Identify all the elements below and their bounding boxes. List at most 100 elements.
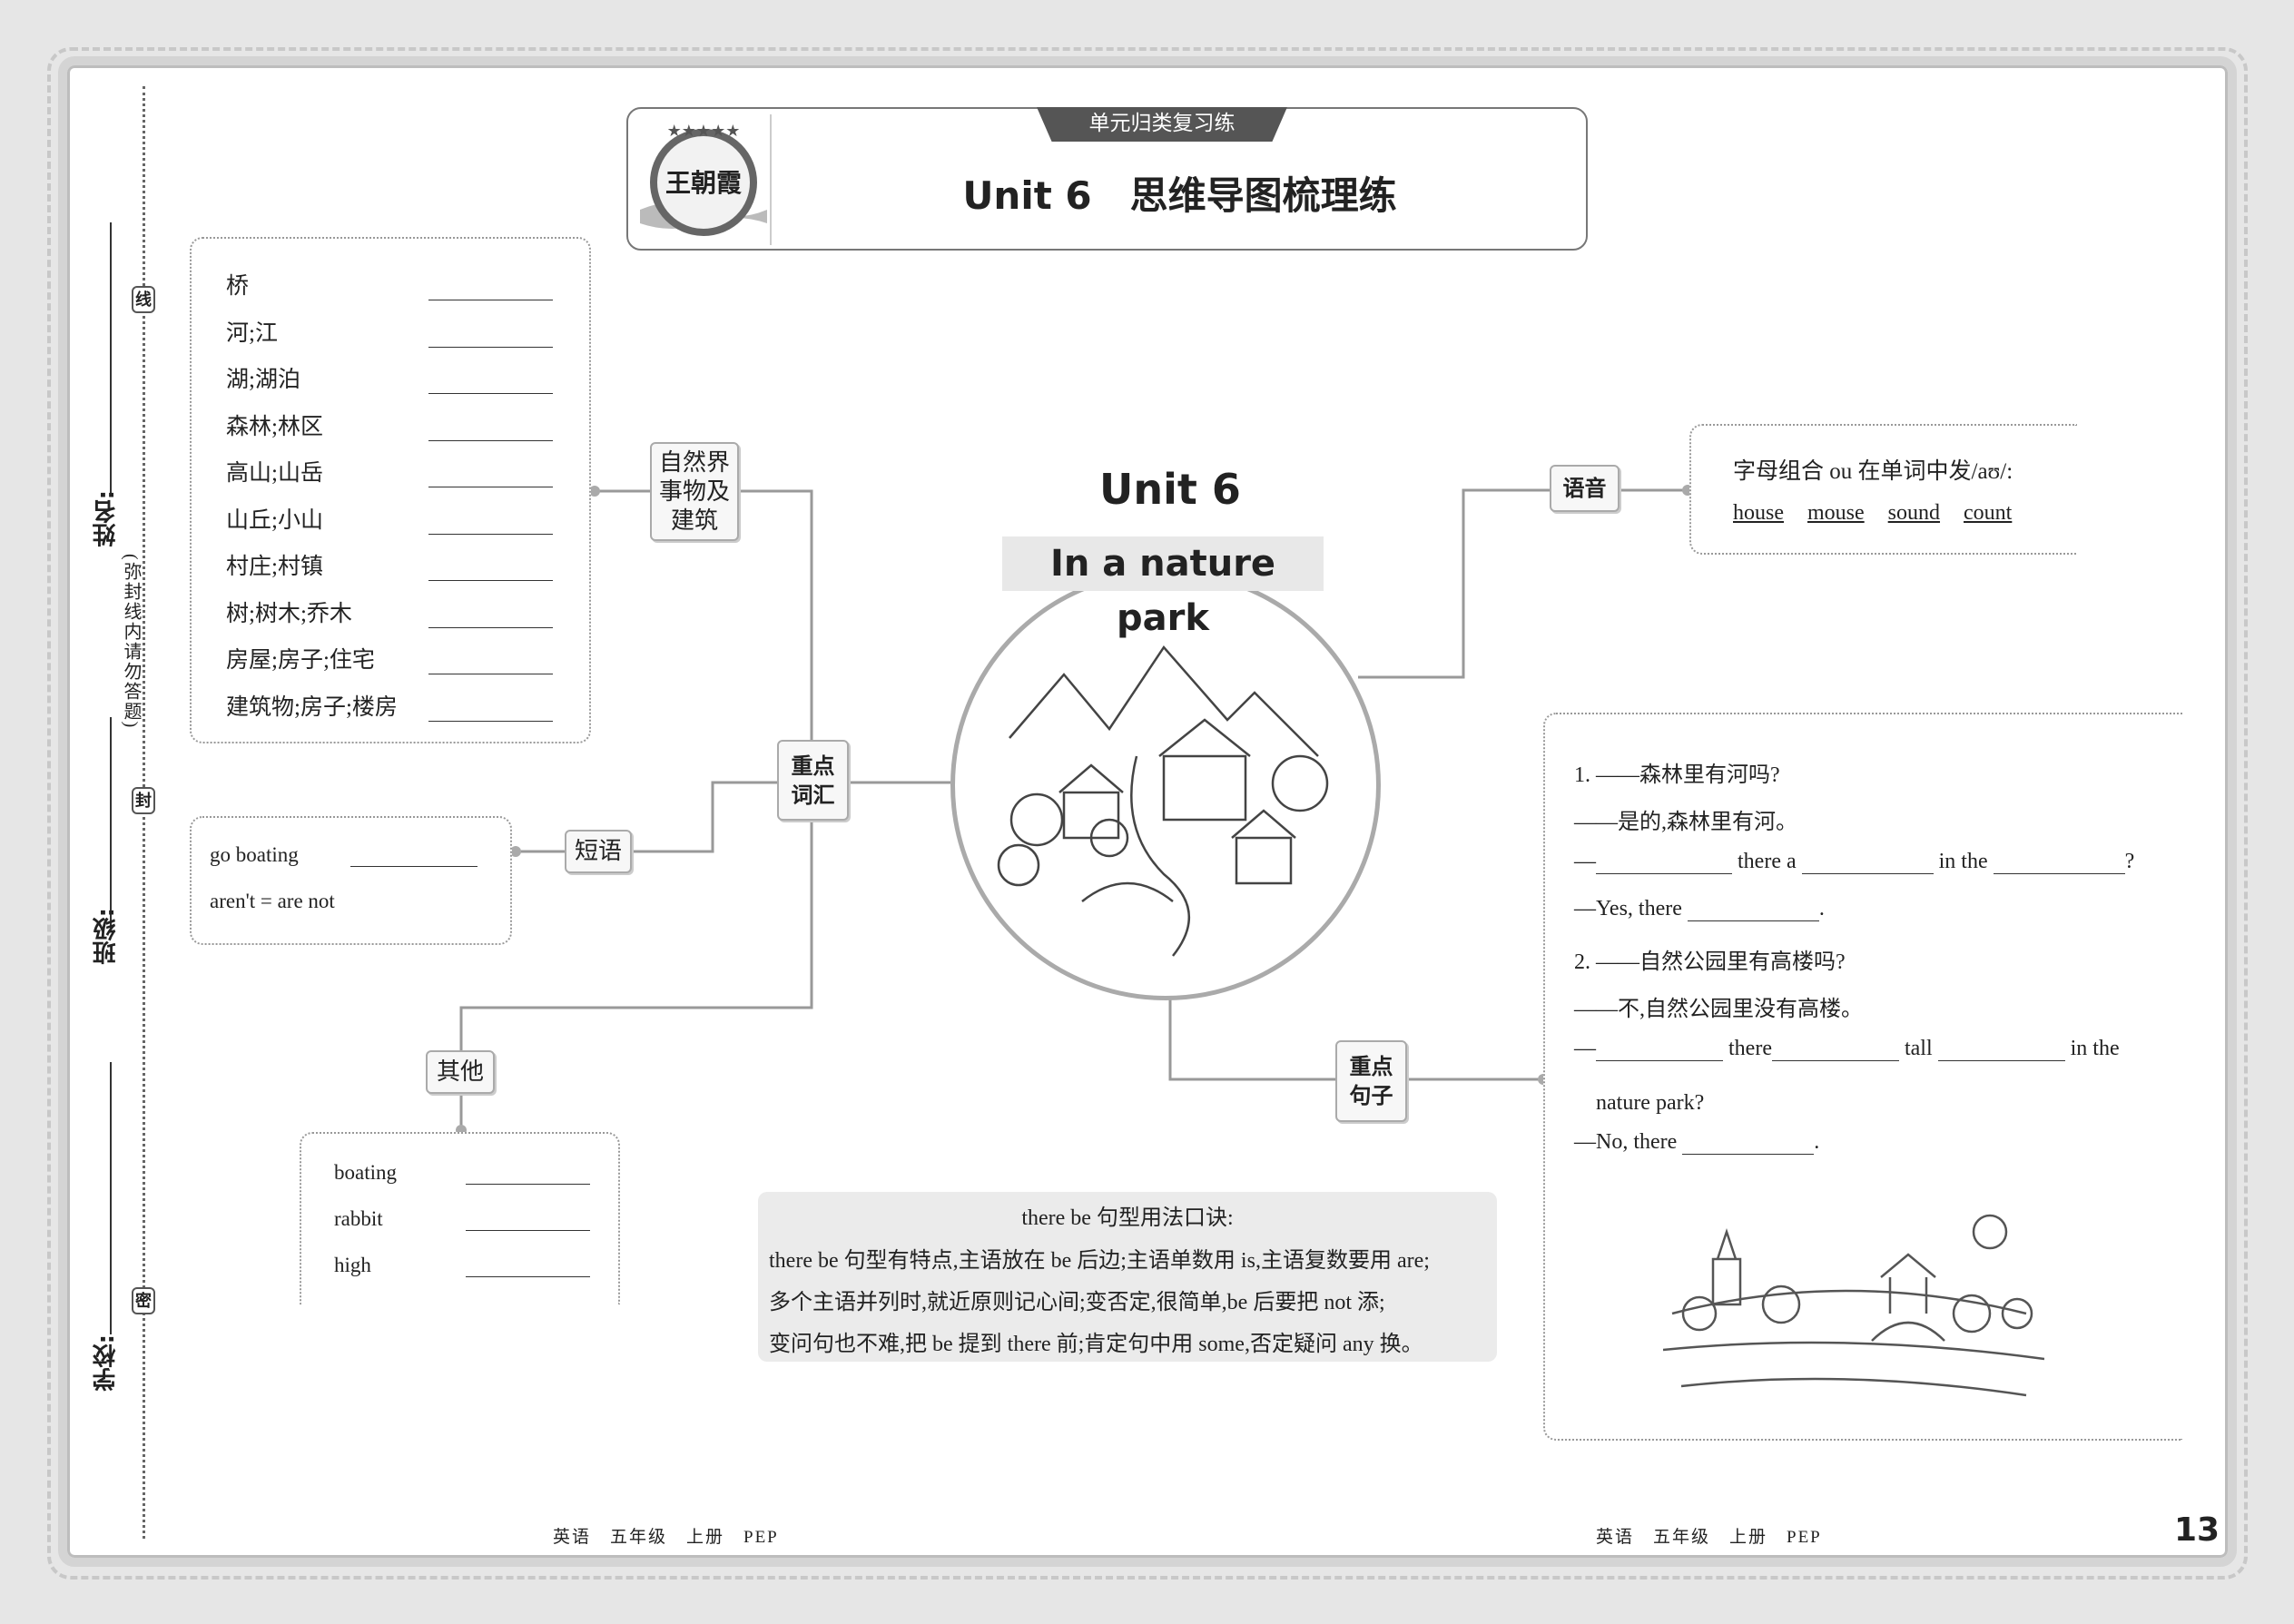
answer-blank[interactable] bbox=[428, 698, 553, 722]
sentence-line: 1. ——森林里有河吗? bbox=[1574, 756, 1780, 788]
village-illustration-icon bbox=[997, 645, 1329, 957]
others-box: boating rabbit high bbox=[300, 1132, 620, 1304]
answer-blank[interactable] bbox=[466, 1207, 590, 1231]
node-others[interactable]: 其他 bbox=[426, 1050, 495, 1094]
answer-blank[interactable] bbox=[428, 418, 553, 441]
sentence-text: ——不,自然公园里没有高楼。 bbox=[1574, 997, 1863, 1021]
answer-blank[interactable] bbox=[428, 324, 553, 348]
vocab-item: 村庄;村镇 bbox=[226, 548, 553, 581]
sentence-text: . bbox=[1818, 896, 1825, 920]
phonics-word: house bbox=[1733, 501, 1784, 525]
tip-line: 变问句也不难,把 be 提到 there 前;肯定句中用 some,否定疑问 a… bbox=[769, 1333, 1423, 1356]
vocab-item: 森林;林区 bbox=[226, 408, 553, 441]
phrase-label: go boating bbox=[210, 843, 299, 866]
answer-blank[interactable] bbox=[428, 511, 553, 535]
answer-blank[interactable] bbox=[466, 1254, 590, 1277]
svg-text:★★★★★: ★★★★★ bbox=[667, 122, 741, 140]
answer-blank[interactable] bbox=[428, 464, 553, 487]
sentence-line: ——是的,森林里有河。 bbox=[1574, 803, 1797, 835]
seal-char: 封 bbox=[132, 787, 155, 814]
footer-left: 英语 五年级 上册 PEP bbox=[553, 1528, 779, 1547]
page-number: 13 bbox=[2174, 1511, 2220, 1549]
vocab-item: 房屋;房子;住宅 bbox=[226, 642, 553, 674]
node-nature[interactable]: 自然界事物及建筑 bbox=[650, 442, 739, 541]
tip-line: 多个主语并列时,就近原则记心间;变否定,很简单,be 后要把 not 添; bbox=[769, 1291, 1385, 1314]
tip-line: there be 句型有特点,主语放在 be 后边;主语单数用 is,主语复数要… bbox=[769, 1249, 1430, 1273]
vocab-box: 桥河;江湖;湖泊森林;林区高山;山岳山丘;小山村庄;村镇树;树木;乔木房屋;房子… bbox=[190, 237, 591, 743]
vocab-item: 树;树木;乔木 bbox=[226, 595, 553, 628]
node-phonics[interactable]: 语音 bbox=[1550, 465, 1620, 512]
sentence-text: —No, there bbox=[1574, 1130, 1683, 1154]
name-line bbox=[110, 222, 112, 495]
node-phrases[interactable]: 短语 bbox=[565, 830, 632, 873]
answer-blank[interactable] bbox=[1771, 1038, 1899, 1061]
vocab-label: 湖;湖泊 bbox=[226, 368, 300, 392]
sentence-text: in the bbox=[2064, 1037, 2120, 1060]
sentence-text: —Yes, there bbox=[1574, 896, 1688, 920]
answer-blank[interactable] bbox=[1937, 1038, 2065, 1061]
sentence-line: —Yes, there . bbox=[1574, 897, 1825, 921]
sentence-text: ? bbox=[2124, 850, 2135, 873]
vocab-label: 森林;林区 bbox=[226, 414, 323, 439]
page-border bbox=[47, 47, 2248, 1580]
park-illustration-icon bbox=[1663, 1214, 2044, 1397]
answer-blank[interactable] bbox=[350, 843, 478, 867]
answer-blank[interactable] bbox=[466, 1161, 590, 1185]
vocab-item: 建筑物;房子;楼房 bbox=[226, 689, 553, 722]
answer-blank[interactable] bbox=[1596, 1038, 1723, 1061]
phonics-rule: 字母组合 ou 在单词中发/aʊ/: bbox=[1733, 459, 2013, 484]
sentence-text: tall bbox=[1898, 1037, 1938, 1060]
answer-blank[interactable] bbox=[428, 605, 553, 628]
answer-blank[interactable] bbox=[428, 277, 553, 300]
sentence-line: 2. ——自然公园里有高楼吗? bbox=[1574, 943, 1846, 975]
node-key-vocab[interactable]: 重点词汇 bbox=[777, 740, 849, 821]
answer-blank[interactable] bbox=[1993, 851, 2125, 874]
sentence-line: ——不,自然公园里没有高楼。 bbox=[1574, 990, 1863, 1022]
vocab-label: 村庄;村镇 bbox=[226, 555, 323, 579]
sentences-box: 1. ——森林里有河吗? ——是的,森林里有河。 — there a in the … bbox=[1543, 713, 2182, 1441]
vocab-item: 桥 bbox=[226, 268, 553, 300]
phonics-word: count bbox=[1964, 501, 2013, 525]
tip-title: there be 句型用法口诀: bbox=[1021, 1206, 1234, 1230]
sentence-text: 1. ——森林里有河吗? bbox=[1574, 763, 1780, 787]
sentence-text: — bbox=[1574, 850, 1596, 873]
logo: ★★★★★ 王朝霞 bbox=[635, 114, 772, 245]
answer-blank[interactable] bbox=[428, 370, 553, 394]
answer-blank[interactable] bbox=[1682, 1131, 1815, 1155]
center-unit: Unit 6 bbox=[1099, 465, 1241, 514]
sentence-text: ——是的,森林里有河。 bbox=[1574, 810, 1797, 834]
answer-blank[interactable] bbox=[1801, 851, 1934, 874]
sentence-text: in the bbox=[1933, 850, 1994, 873]
vocab-item: 山丘;小山 bbox=[226, 502, 553, 535]
seal-char: 线 bbox=[132, 286, 155, 313]
sentence-line: — there a in the ? bbox=[1574, 850, 2134, 874]
other-item: high bbox=[334, 1254, 590, 1277]
vocab-label: 树;树木;乔木 bbox=[226, 601, 352, 626]
vocab-item: 河;江 bbox=[226, 315, 553, 348]
node-key-sentences[interactable]: 重点句子 bbox=[1335, 1040, 1407, 1122]
answer-blank[interactable] bbox=[1687, 898, 1819, 921]
sentence-text: nature park? bbox=[1574, 1090, 1705, 1115]
vocab-item: 高山;山岳 bbox=[226, 455, 553, 487]
sentence-line: nature park? bbox=[1574, 1084, 1704, 1116]
center-circle bbox=[950, 570, 1381, 1000]
vocab-label: 房屋;房子;住宅 bbox=[226, 648, 375, 673]
answer-blank[interactable] bbox=[1596, 851, 1732, 874]
page-title: Unit 6 思维导图梳理练 bbox=[962, 173, 1397, 218]
class-line bbox=[110, 717, 112, 926]
logo-emblem-icon: ★★★★★ 王朝霞 bbox=[640, 122, 767, 236]
other-item: rabbit bbox=[334, 1207, 590, 1231]
answer-blank[interactable] bbox=[428, 557, 553, 581]
other-label: rabbit bbox=[334, 1207, 383, 1230]
vocab-label: 建筑物;房子;楼房 bbox=[226, 694, 398, 720]
header-box: ★★★★★ 王朝霞 单元归类复习练 Unit 6 思维导图梳理练 bbox=[626, 107, 1588, 251]
other-label: high bbox=[334, 1254, 371, 1276]
answer-blank[interactable] bbox=[428, 651, 553, 674]
header-tag: 单元归类复习练 bbox=[1037, 107, 1287, 142]
other-item: boating bbox=[334, 1161, 590, 1185]
sentence-text: there a bbox=[1732, 850, 1802, 873]
sentence-line: — there tall in the bbox=[1574, 1037, 2120, 1061]
